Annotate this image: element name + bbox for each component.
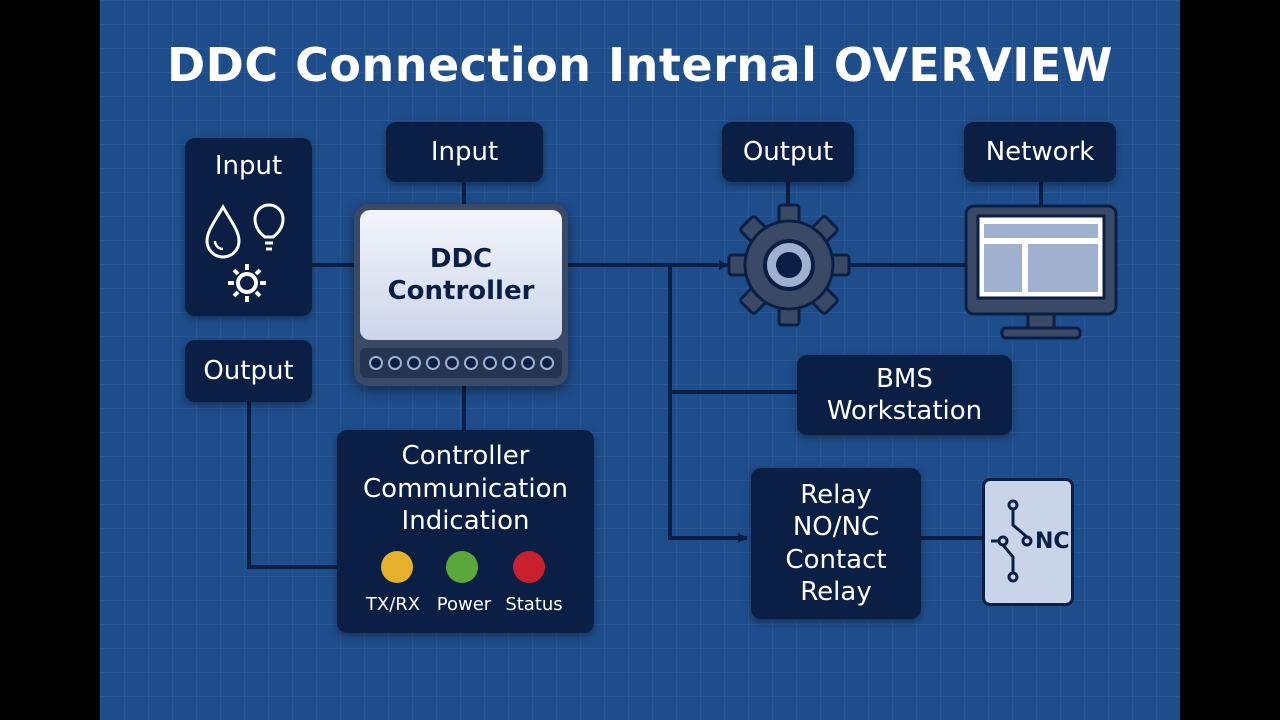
relay-contact-symbol: NC — [982, 478, 1074, 606]
terminal-pin — [463, 356, 478, 370]
output-left-box: Output — [185, 340, 312, 402]
water-drop-highlight — [213, 240, 224, 250]
terminal-pin — [425, 356, 440, 370]
output-left-label: Output — [203, 355, 294, 386]
monitor-icon — [964, 204, 1118, 340]
terminal-pin — [501, 356, 516, 370]
actuator-gear-icon — [727, 203, 851, 327]
page-title: DDC Connection Internal OVERVIEW — [166, 38, 1114, 92]
txrx-label: TX/RX — [365, 594, 421, 615]
light-bulb-icon — [253, 203, 285, 250]
contact-switch-icon — [991, 499, 1033, 583]
status-label: Status — [505, 594, 563, 615]
network-label: Network — [985, 136, 1095, 167]
nc-contact-label: NC — [1035, 529, 1070, 554]
terminal-pin — [444, 356, 459, 370]
communication-indication-label: Controller Communication Indication — [363, 441, 568, 536]
relay-label: Relay NO/NC Contact Relay — [785, 479, 887, 608]
input-sensors-label: Input — [214, 151, 283, 181]
power-led — [446, 551, 478, 583]
terminal-pin — [520, 356, 535, 370]
input-sensors-box: Input — [185, 138, 312, 316]
terminal-pin — [387, 356, 402, 370]
terminal-pin — [368, 356, 383, 370]
bms-workstation-box: BMS Workstation — [797, 355, 1012, 435]
output-top-box: Output — [722, 122, 854, 182]
power-label: Power — [436, 594, 492, 615]
bms-workstation-label: BMS Workstation — [826, 363, 983, 427]
relay-box: Relay NO/NC Contact Relay — [751, 468, 921, 619]
terminal-strip — [360, 348, 562, 378]
terminal-pin — [406, 356, 421, 370]
input-top-label: Input — [430, 136, 499, 167]
wire-output-to-comm — [247, 400, 339, 569]
ddc-controller-label: DDC Controller — [360, 210, 562, 340]
ddc-controller-device: DDC Controller — [354, 204, 568, 386]
sensor-icons — [205, 203, 285, 302]
txrx-led — [381, 551, 413, 583]
input-top-box: Input — [386, 122, 543, 182]
communication-indication-box: Controller Communication Indication — [337, 430, 594, 633]
settings-gear-icon — [228, 263, 266, 302]
terminal-pin — [482, 356, 497, 370]
network-box: Network — [964, 122, 1116, 182]
status-led — [513, 551, 545, 583]
water-drop-icon — [205, 203, 241, 258]
output-top-label: Output — [742, 136, 834, 167]
terminal-pin — [539, 356, 554, 370]
